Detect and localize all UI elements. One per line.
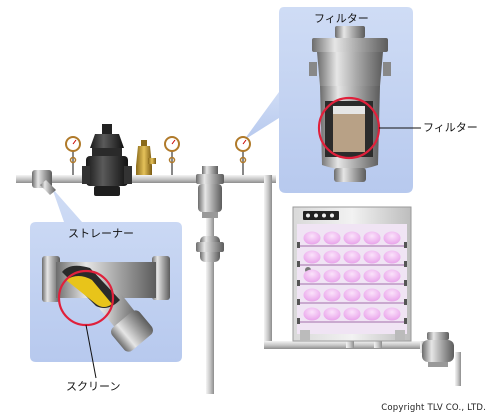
main-steam-pipe [16, 175, 276, 183]
filter-product-image [309, 26, 391, 182]
steamed-bun [383, 269, 401, 283]
copyright-text: Copyright TLV CO., LTD. [381, 403, 486, 413]
pressure-gauge-2 [164, 136, 180, 175]
filter-label: フィルター [423, 121, 478, 134]
steamed-bun [363, 307, 381, 321]
tray-handle [297, 318, 300, 324]
steamed-bun [323, 269, 341, 283]
pressure-gauge-3 [235, 136, 251, 175]
steamer-cabinet [292, 206, 412, 342]
steamed-bun [343, 250, 361, 264]
screen-label: スクリーン [66, 380, 121, 393]
steamed-bun [323, 250, 341, 264]
steamed-bun [383, 231, 401, 245]
tray-handle [404, 242, 407, 248]
tray-shelf [299, 321, 405, 323]
steamed-bun [363, 250, 381, 264]
drop-pipe-right [264, 175, 272, 349]
tray-shelf [299, 283, 405, 285]
tray-handle [404, 280, 407, 286]
tray-handle [297, 299, 300, 305]
steamed-bun [303, 288, 321, 302]
steamed-bun [383, 288, 401, 302]
steamed-bun [383, 250, 401, 264]
pressure-reducing-valve [82, 124, 132, 196]
steamed-bun [303, 231, 321, 245]
separator-unit [196, 166, 224, 218]
steamed-bun [343, 231, 361, 245]
steamed-bun [343, 288, 361, 302]
steamed-bun [343, 269, 361, 283]
filter-panel-title: フィルター [314, 12, 369, 25]
bottom-return-pipe [264, 341, 424, 349]
filter-callout-panel [244, 7, 421, 193]
drip-steam-trap [196, 236, 224, 262]
drip-leg-pipe [206, 180, 214, 394]
screen-leader-line [85, 324, 97, 379]
tray-shelf [299, 264, 405, 266]
strainer-product-image [42, 256, 170, 352]
steamed-bun [303, 250, 321, 264]
steamed-bun [303, 307, 321, 321]
filter-callout-pointer [244, 92, 279, 140]
bottom-steam-trap [420, 332, 454, 367]
safety-valve [136, 140, 156, 175]
steamed-bun [363, 269, 381, 283]
control-panel [303, 211, 339, 220]
inline-strainer [32, 170, 56, 195]
tray-handle [297, 280, 300, 286]
steamed-bun [363, 288, 381, 302]
steamer-trays [297, 231, 407, 324]
steamed-bun [303, 269, 321, 283]
strainer-panel-title: ストレーナー [68, 227, 134, 240]
tray-handle [297, 242, 300, 248]
tray-handle [404, 318, 407, 324]
steamed-bun [343, 307, 361, 321]
tray-handle [404, 261, 407, 267]
steamed-bun [323, 231, 341, 245]
tray-shelf [299, 245, 405, 247]
pressure-gauge-1 [65, 136, 81, 175]
steamed-bun [383, 307, 401, 321]
steamed-bun [323, 288, 341, 302]
tray-handle [404, 299, 407, 305]
tray-handle [297, 261, 300, 267]
steamed-bun [363, 231, 381, 245]
strainer-callout-panel [30, 188, 182, 379]
tray-shelf [299, 302, 405, 304]
steamed-bun [323, 307, 341, 321]
